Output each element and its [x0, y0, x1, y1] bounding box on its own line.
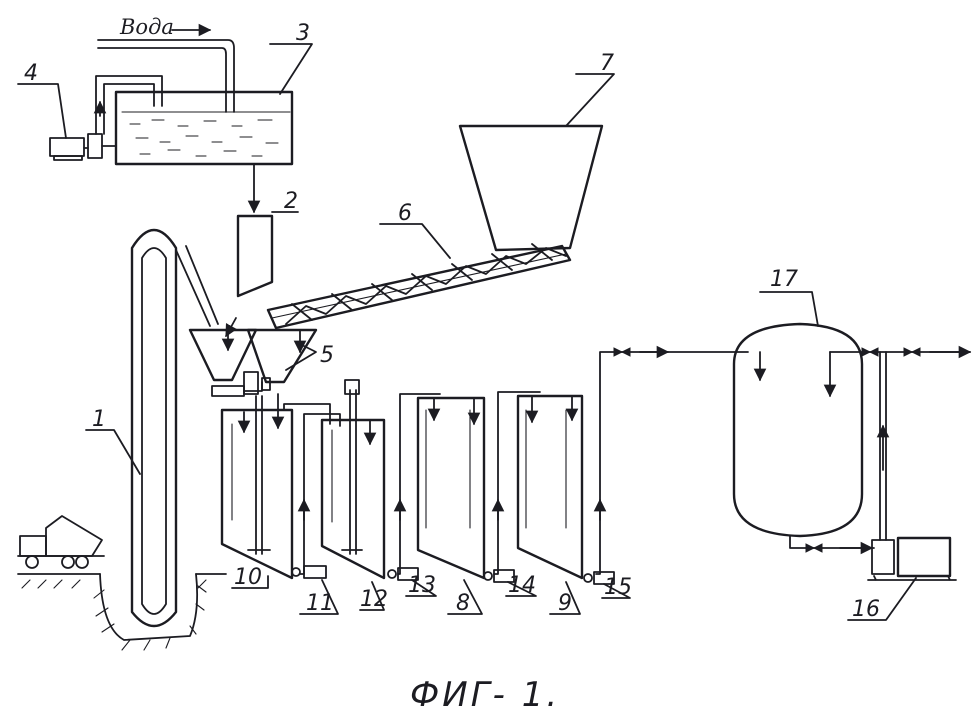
label-13: 13 [408, 573, 436, 598]
label-8: 8 [456, 591, 470, 616]
label-3: 3 [296, 21, 310, 46]
pump-13 [387, 567, 419, 581]
pipe-9-to-separator [593, 345, 749, 575]
pump-11 [291, 565, 327, 579]
label-17: 17 [770, 267, 798, 292]
label-5: 5 [320, 343, 334, 368]
valves [613, 347, 921, 553]
reactor-10 [220, 371, 294, 580]
label-14: 14 [508, 573, 536, 598]
label-1: 1 [92, 407, 106, 432]
dump-truck [17, 515, 105, 569]
reactor-9 [516, 394, 584, 580]
separator-vessel [732, 322, 972, 555]
pipe-10-to-12 [283, 403, 341, 575]
main-pump [867, 536, 957, 581]
label-15: 15 [604, 575, 632, 600]
pump-14 [483, 569, 515, 583]
mixing-funnels [188, 317, 318, 397]
recirculation-pipe [93, 75, 163, 135]
label-6: 6 [398, 201, 412, 226]
pipe-12-to-8 [393, 393, 441, 575]
label-12: 12 [360, 587, 388, 612]
pipe-8-to-9 [491, 391, 541, 575]
water-inlet-pipe [97, 39, 235, 113]
leader-lines [17, 43, 917, 621]
reactor-12 [320, 379, 386, 580]
screw-conveyor [266, 243, 572, 330]
label-7: 7 [600, 51, 614, 76]
bucket-elevator [130, 229, 219, 628]
water-label: Вода [119, 15, 174, 39]
label-2: 2 [284, 189, 298, 214]
reactor-8 [416, 396, 486, 580]
water-tank [114, 90, 294, 166]
label-10: 10 [234, 565, 262, 590]
label-9: 9 [558, 591, 572, 616]
label-11: 11 [306, 591, 334, 616]
ground-pit [17, 573, 227, 651]
label-4: 4 [24, 61, 38, 86]
label-16: 16 [852, 597, 880, 622]
figure-caption: ФИГ- 1. [410, 675, 560, 715]
dosing-hopper [236, 214, 274, 298]
circulation-pump [49, 133, 117, 161]
storage-hopper [458, 124, 604, 252]
